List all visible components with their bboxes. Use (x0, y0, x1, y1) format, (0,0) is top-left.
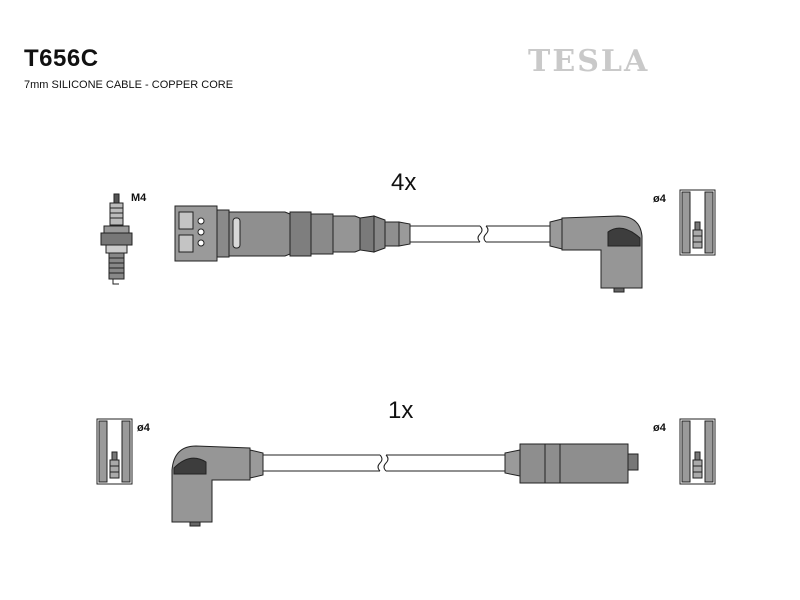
top-lead-straight-boot (174, 205, 411, 262)
bottom-cable (263, 454, 505, 472)
top-lead-angled-boot (549, 215, 643, 293)
top-cable (410, 225, 550, 243)
thread-size-label: M4 (131, 192, 147, 204)
diameter-label-top-right: ø4 (653, 193, 666, 205)
terminal-socket-bottom-right (679, 418, 716, 485)
terminal-socket-top-right (679, 189, 716, 256)
bottom-lead-straight-boot (504, 443, 639, 484)
spark-plug-drawing (100, 193, 133, 285)
bottom-lead-angled-boot (171, 445, 264, 527)
part-number: T656C (24, 45, 99, 72)
bottom-lead-quantity: 1x (388, 397, 414, 424)
top-lead-quantity: 4x (391, 169, 417, 196)
diameter-label-bottom-right: ø4 (653, 422, 666, 434)
cable-spec: 7mm SILICONE CABLE - COPPER CORE (24, 79, 234, 91)
brand-logo: TESLA (528, 44, 650, 79)
diameter-label-bottom-left: ø4 (137, 422, 150, 434)
terminal-socket-bottom-left (96, 418, 133, 485)
